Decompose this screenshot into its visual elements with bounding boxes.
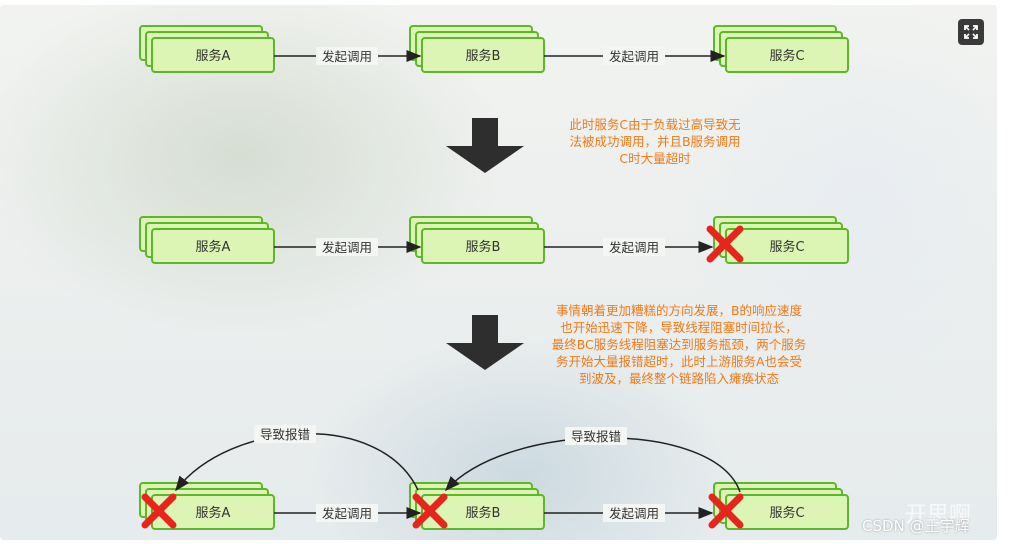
edge-label: 发起调用 [322, 49, 372, 64]
failure-cross-icon [412, 493, 448, 529]
call-edge-b-c: 发起调用 [544, 238, 714, 256]
error-edge-b-a: 导致报错 [175, 425, 419, 492]
service-label: 服务B [466, 505, 501, 521]
call-edge-b-c: 发起调用 [544, 47, 726, 65]
csdn-watermark: CSDN @王宇辉 [862, 517, 970, 535]
call-edge-a-b: 发起调用 [274, 504, 422, 522]
row-2: 服务A 服务B 服务C 发起调用 发起调用 [139, 216, 849, 264]
service-box-c: 服务C [713, 25, 849, 73]
edge-label: 导致报错 [571, 429, 621, 444]
failure-cross-icon [708, 493, 744, 529]
service-label: 服务C [769, 48, 804, 64]
edge-label: 发起调用 [609, 49, 659, 64]
row-3: 服务A 服务B 服务C 发起调用 发起调用 导致报错 [139, 425, 849, 530]
call-edge-b-c: 发起调用 [544, 504, 714, 522]
failure-cross-icon [141, 493, 177, 529]
edge-label: 发起调用 [322, 240, 372, 255]
service-box-c: 服务C [713, 482, 849, 530]
call-edge-a-b: 发起调用 [274, 47, 422, 65]
service-box-a: 服务A [139, 25, 275, 73]
diagram-canvas [0, 5, 997, 540]
note-cascade-failure: 事情朝着更加糟糕的方向发展，B的响应速度 也开始迅速下降，导致线程阻塞时间拉长，… [551, 303, 807, 386]
failure-cross-icon [706, 225, 744, 263]
service-box-a: 服务A [139, 216, 275, 264]
service-label: 服务C [769, 505, 804, 521]
fullscreen-button[interactable] [958, 19, 984, 45]
edge-label: 导致报错 [260, 427, 310, 442]
call-edge-a-b: 发起调用 [274, 238, 422, 256]
row-1: 服务A 服务B 服务C 发起调用 发起调用 [139, 25, 849, 73]
service-label: 服务A [196, 48, 231, 64]
edge-label: 发起调用 [322, 506, 372, 521]
down-arrow-icon [446, 118, 524, 173]
down-arrow-icon [446, 315, 524, 370]
edge-label: 发起调用 [609, 506, 659, 521]
expand-icon [964, 25, 978, 39]
edge-label: 发起调用 [609, 240, 659, 255]
service-box-b: 服务B [409, 25, 545, 73]
note-c-overload: 此时服务C由于负载过高导致无 法被成功调用，并且B服务调用 C时大量超时 [569, 117, 741, 166]
service-label: 服务A [196, 505, 231, 521]
service-box-b: 服务B [409, 482, 545, 530]
service-label: 服务B [466, 239, 501, 255]
service-label: 服务C [769, 239, 804, 255]
service-label: 服务A [196, 239, 231, 255]
service-box-a: 服务A [139, 482, 275, 530]
service-box-b: 服务B [409, 216, 545, 264]
error-edge-c-b: 导致报错 [444, 427, 741, 493]
service-label: 服务B [466, 48, 501, 64]
service-box-c: 服务C [713, 216, 849, 264]
watermark-faint: 开思啊 [905, 503, 972, 528]
